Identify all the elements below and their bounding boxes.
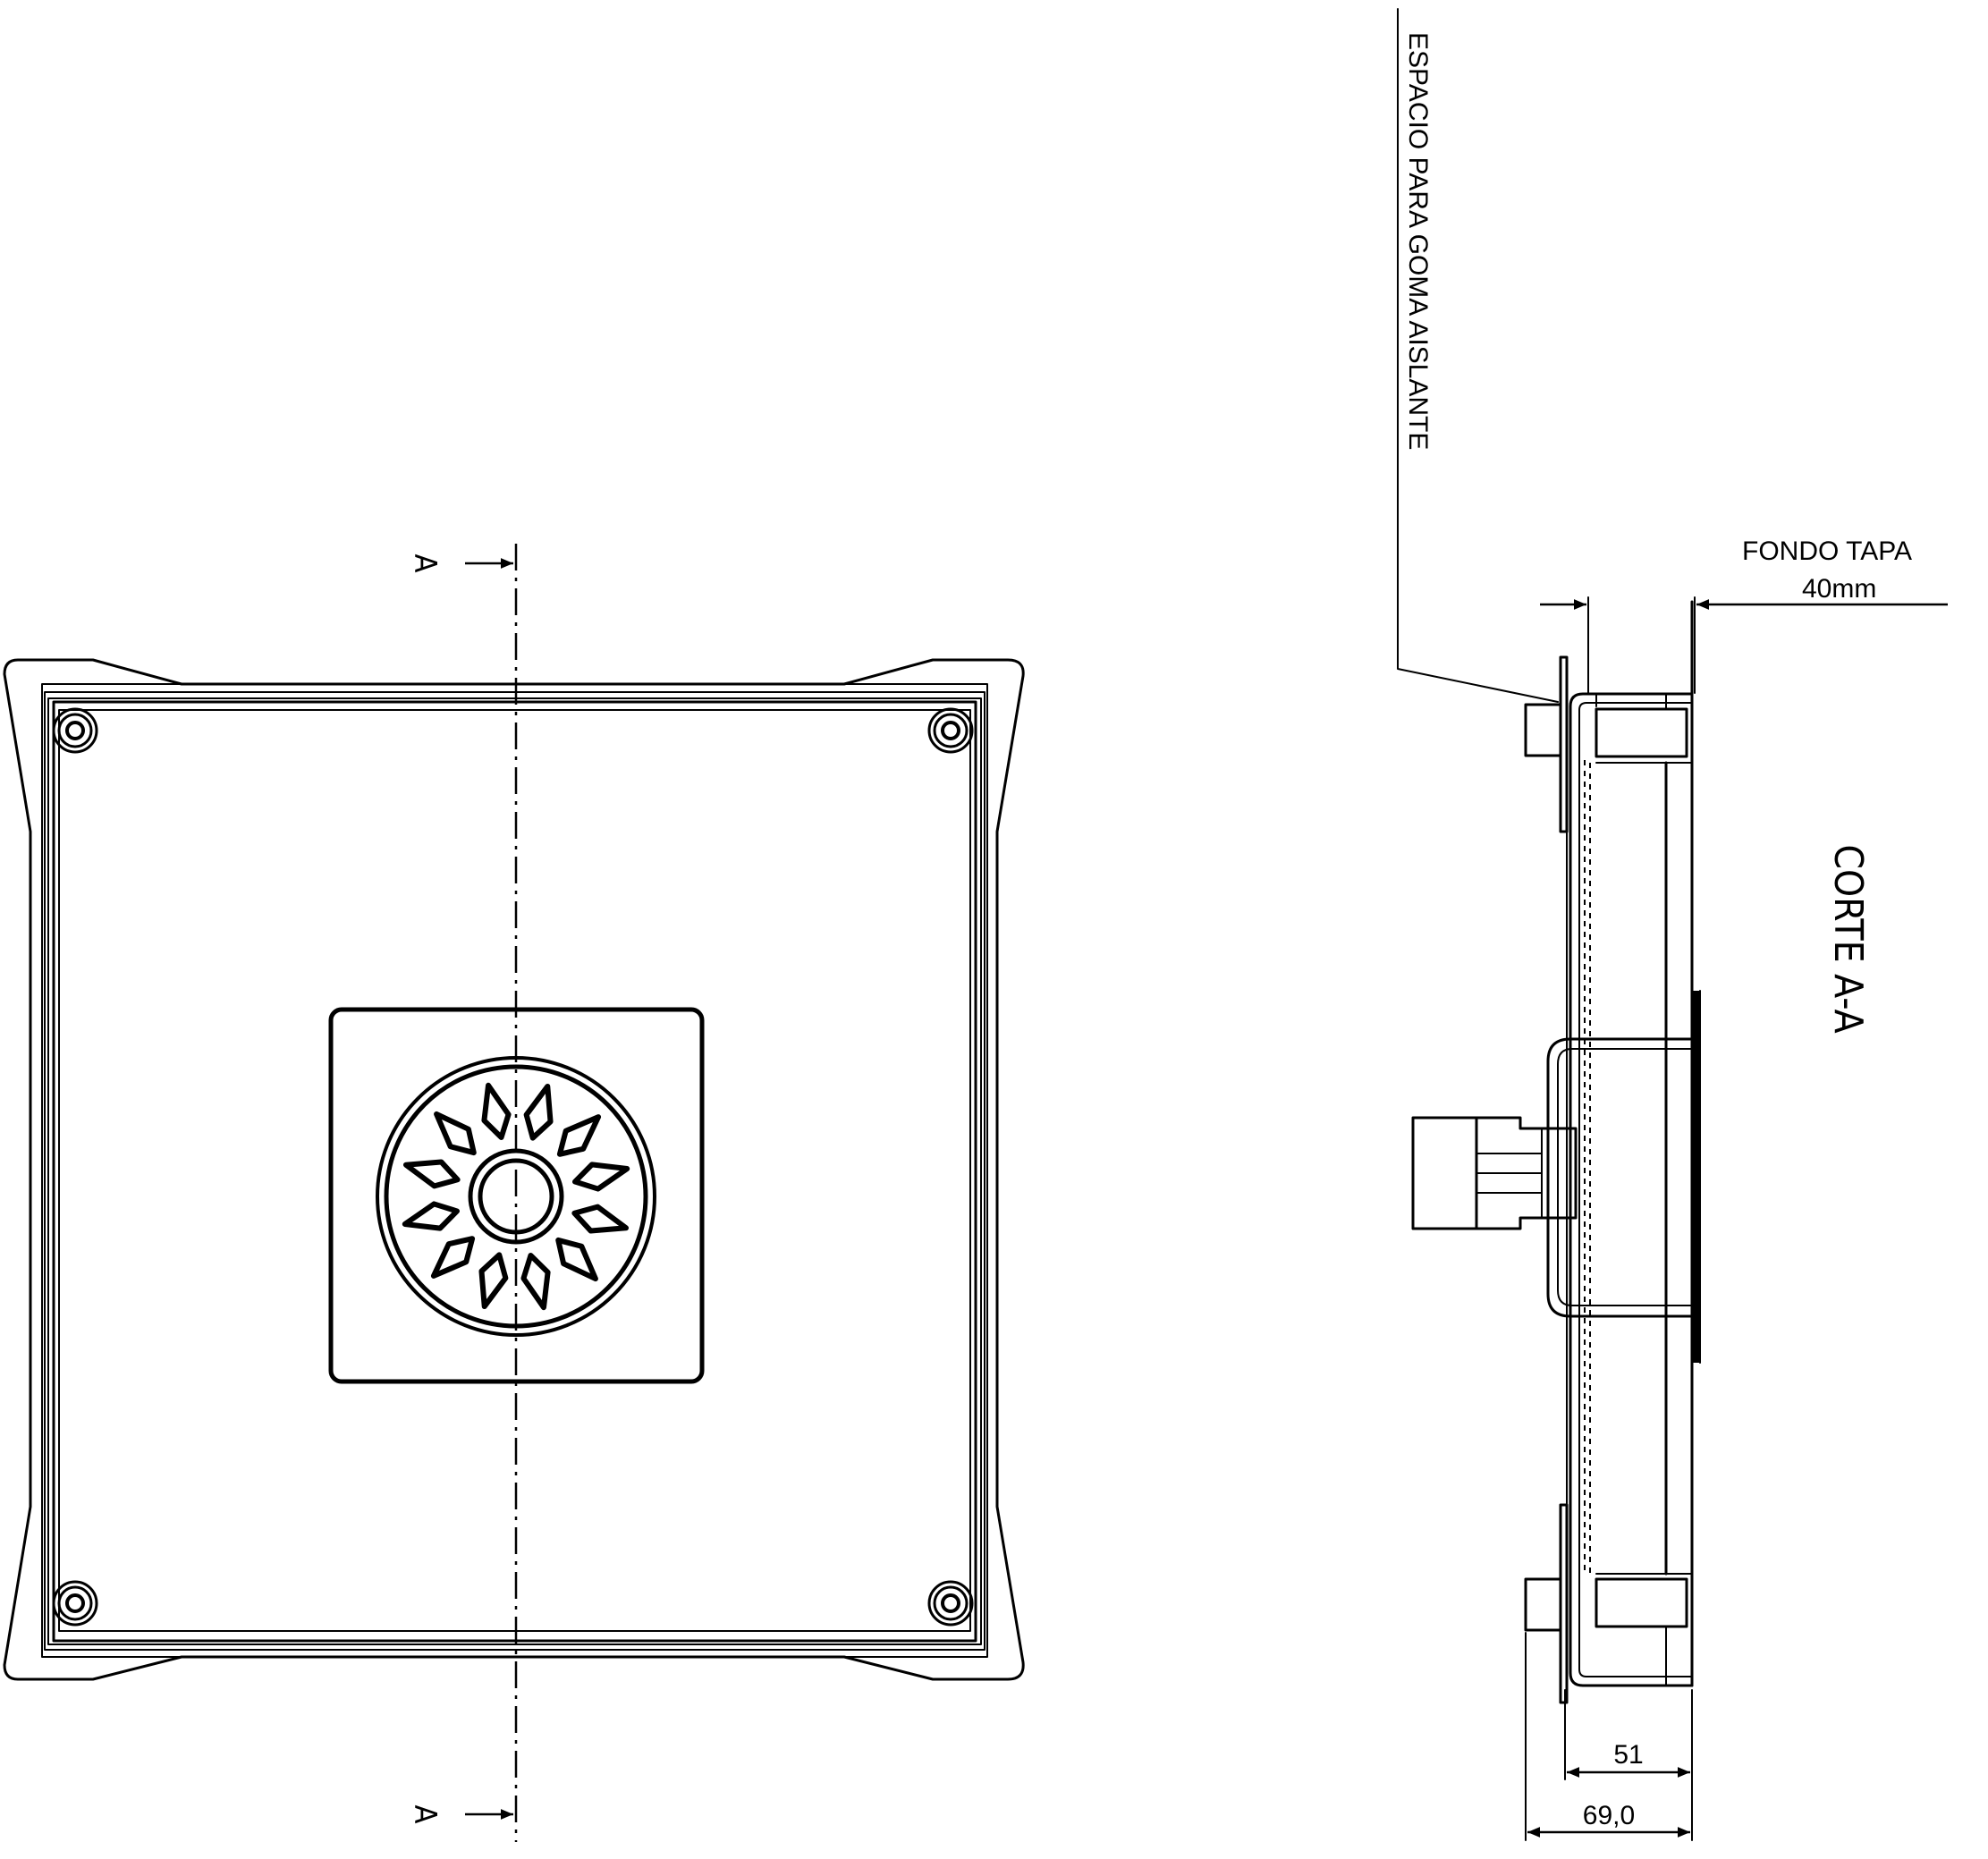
frame-line-1 [41, 683, 988, 1658]
screw-head-icon [52, 1580, 98, 1627]
drain-outlet-socket [1475, 1116, 1578, 1230]
drain-outlet-pipe [1411, 1116, 1478, 1230]
screw-head-icon [52, 707, 98, 754]
flange-plate [1559, 655, 1569, 1704]
section-title: CORTE A-A [1825, 844, 1871, 1033]
channel-top [1595, 707, 1688, 758]
dim-inner-value: 51 [1613, 1740, 1643, 1770]
section-marker-bottom: A [407, 1805, 443, 1824]
callout-leader [1397, 8, 1559, 703]
outer-frame [3, 658, 1025, 1681]
frame-line-5 [58, 709, 971, 1632]
frame-line-4 [52, 700, 977, 1643]
dim-outer-value: 69,0 [1583, 1801, 1635, 1830]
fondo-tapa-label: FONDO TAPA [1742, 537, 1912, 566]
channel-bottom [1595, 1577, 1688, 1628]
box-wall-inner [1578, 702, 1693, 1677]
box-body [1569, 692, 1694, 1687]
cover-grid [1692, 991, 1700, 1363]
screw-head-icon [927, 707, 974, 754]
drain-housing [1546, 1037, 1694, 1318]
spacer-block-top [1524, 703, 1562, 757]
frame-line-3 [47, 697, 982, 1645]
callout-label: ESPACIO PARA GOMA AISLANTE [1403, 32, 1433, 450]
section-view: ESPACIO PARA GOMA AISLANTE FONDO TAPA 40… [1397, 8, 1948, 1841]
screw-head-icon [927, 1580, 974, 1627]
plan-view: A A [3, 544, 1025, 1842]
fondo-tapa-value: 40mm [1802, 574, 1876, 604]
spacer-block-bottom [1524, 1577, 1562, 1632]
frame-line-2 [44, 691, 986, 1651]
drain-housing-inner [1557, 1048, 1693, 1306]
section-marker-top: A [407, 554, 443, 573]
